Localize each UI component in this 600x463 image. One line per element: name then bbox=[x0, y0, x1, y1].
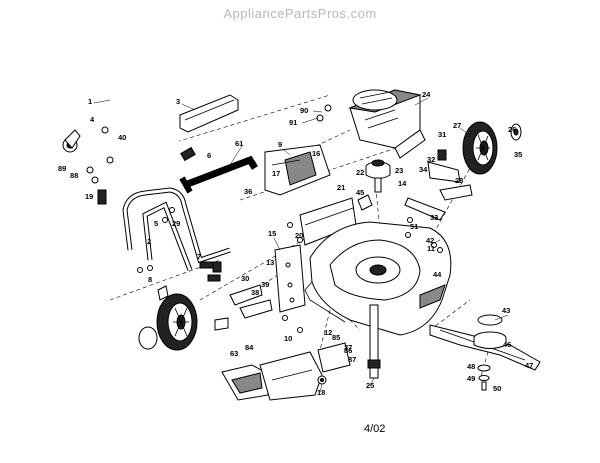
drive-pulley bbox=[365, 159, 391, 193]
label-19: 19 bbox=[85, 192, 93, 201]
crankshaft bbox=[367, 304, 381, 379]
label-51: 51 bbox=[410, 222, 418, 231]
label-4: 4 bbox=[90, 115, 95, 124]
label-32: 32 bbox=[427, 155, 435, 164]
label-23: 23 bbox=[395, 166, 403, 175]
label-2: 2 bbox=[147, 237, 151, 246]
front-wheel-left bbox=[138, 293, 198, 351]
label-88: 88 bbox=[70, 171, 78, 180]
leader-lines bbox=[93, 97, 509, 393]
label-1: 1 bbox=[88, 97, 92, 106]
label-44: 44 bbox=[433, 270, 442, 279]
label-5: 5 bbox=[154, 219, 158, 228]
label-13: 13 bbox=[266, 258, 274, 267]
discharge-chute bbox=[221, 351, 323, 401]
label-61: 61 bbox=[235, 139, 243, 148]
label-39: 39 bbox=[261, 280, 269, 289]
label-15: 15 bbox=[268, 229, 276, 238]
mulch-plate bbox=[317, 342, 351, 385]
label-31: 31 bbox=[438, 130, 446, 139]
label-87: 87 bbox=[348, 355, 356, 364]
blade-adapter bbox=[473, 314, 507, 349]
height-adjuster-left bbox=[212, 261, 273, 331]
label-84: 84 bbox=[245, 343, 254, 352]
label-3: 3 bbox=[176, 97, 180, 106]
label-6: 6 bbox=[207, 151, 211, 160]
label-9: 9 bbox=[278, 140, 282, 149]
label-10: 10 bbox=[284, 334, 292, 343]
label-18: 18 bbox=[317, 388, 325, 397]
label-11: 11 bbox=[427, 244, 435, 253]
upper-handle bbox=[73, 93, 187, 181]
label-42: 42 bbox=[426, 236, 434, 245]
engine bbox=[348, 89, 426, 159]
label-50: 50 bbox=[493, 384, 501, 393]
label-40: 40 bbox=[118, 133, 126, 142]
mower-deck bbox=[304, 221, 452, 336]
top-bracket bbox=[179, 94, 239, 133]
label-26: 26 bbox=[508, 125, 516, 134]
label-85: 85 bbox=[332, 333, 340, 342]
label-49: 49 bbox=[467, 374, 475, 383]
label-43: 43 bbox=[502, 306, 510, 315]
height-adjuster-right bbox=[404, 149, 473, 221]
cable-cover bbox=[264, 144, 331, 196]
label-33: 33 bbox=[430, 213, 438, 222]
label-90: 90 bbox=[300, 106, 308, 115]
label-46: 46 bbox=[503, 340, 511, 349]
rear-wheel-right bbox=[462, 121, 522, 175]
blade-hardware bbox=[477, 364, 491, 391]
misc-hardware bbox=[157, 104, 443, 333]
label-45: 45 bbox=[356, 188, 364, 197]
label-12: 12 bbox=[324, 328, 332, 337]
deck-front-plate bbox=[274, 244, 306, 313]
label-34: 34 bbox=[419, 165, 428, 174]
revision-date: 4/02 bbox=[364, 423, 386, 435]
label-22: 22 bbox=[356, 168, 364, 177]
label-21: 21 bbox=[337, 183, 345, 192]
label-27: 27 bbox=[453, 121, 461, 130]
label-29: 29 bbox=[172, 219, 180, 228]
label-35: 35 bbox=[514, 150, 522, 159]
label-47: 47 bbox=[525, 361, 533, 370]
label-28: 28 bbox=[455, 176, 463, 185]
label-7: 7 bbox=[197, 252, 201, 261]
label-17: 17 bbox=[272, 169, 280, 178]
label-38: 38 bbox=[251, 288, 259, 297]
label-89: 89 bbox=[58, 164, 66, 173]
label-86: 86 bbox=[344, 346, 352, 355]
label-24: 24 bbox=[422, 90, 431, 99]
watermark: AppliancePartsPros.com bbox=[223, 6, 377, 21]
handle-hardware bbox=[62, 126, 221, 282]
label-91: 91 bbox=[289, 118, 297, 127]
label-63: 63 bbox=[230, 349, 238, 358]
label-36: 36 bbox=[244, 187, 252, 196]
label-14: 14 bbox=[398, 179, 407, 188]
label-48: 48 bbox=[467, 362, 475, 371]
label-8: 8 bbox=[148, 275, 152, 284]
lower-handle bbox=[122, 187, 231, 271]
label-30: 30 bbox=[241, 274, 249, 283]
label-37: 37 bbox=[344, 343, 352, 352]
label-20: 20 bbox=[295, 231, 303, 240]
bail-control bbox=[179, 155, 258, 194]
label-16: 16 bbox=[312, 149, 320, 158]
